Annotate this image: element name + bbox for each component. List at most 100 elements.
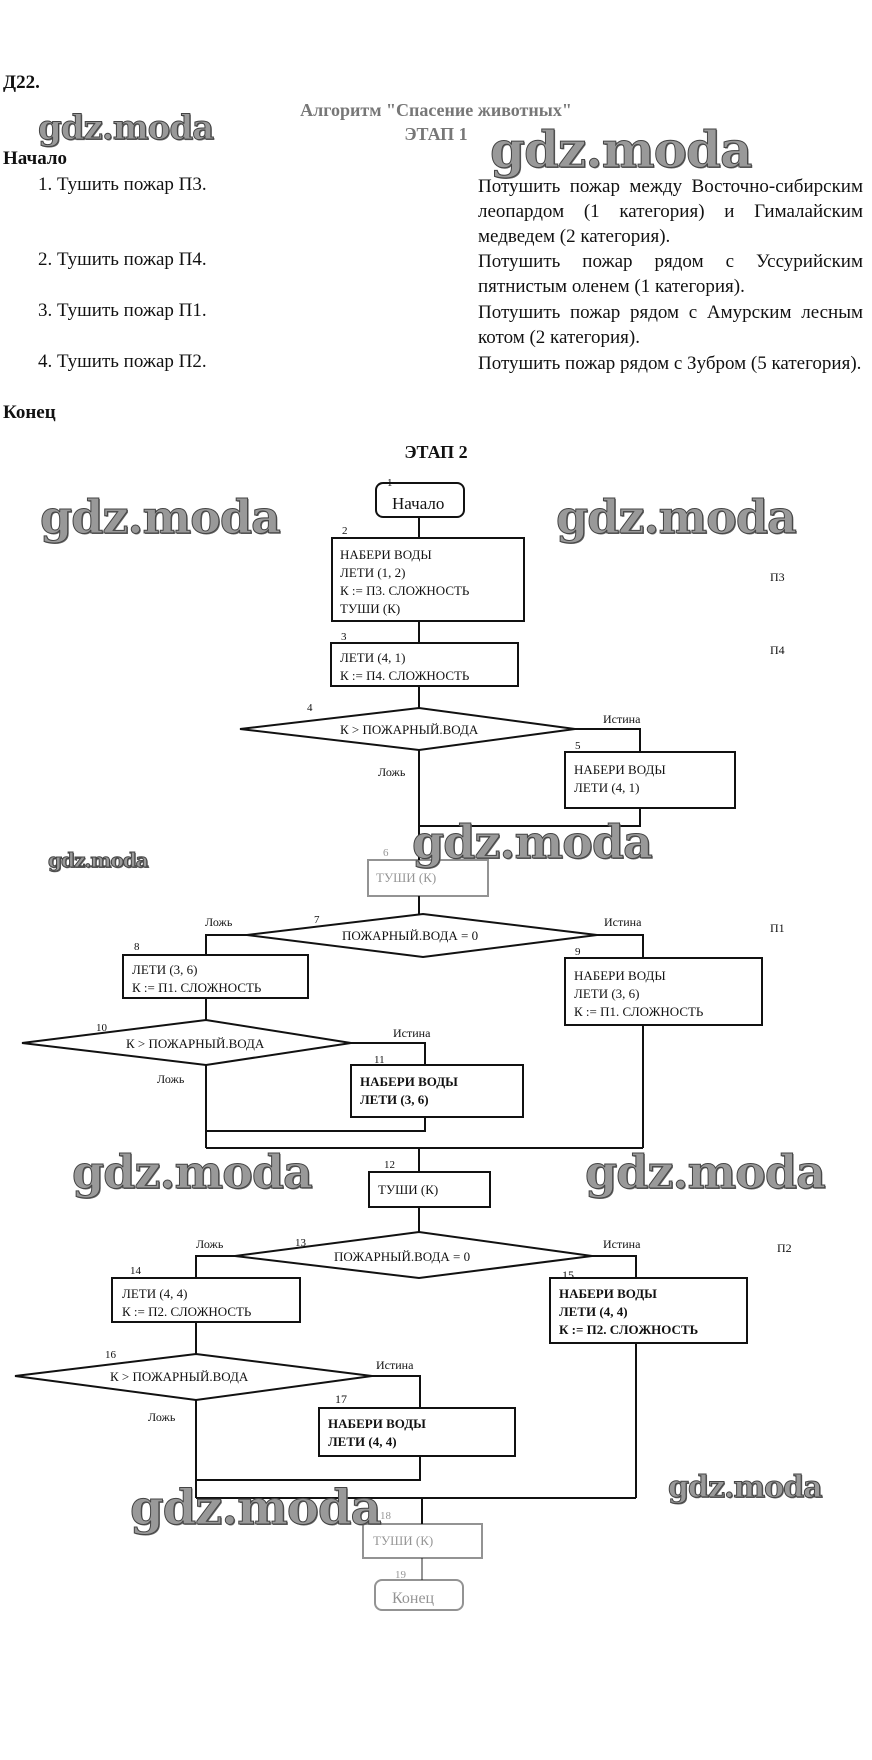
block-number: 1 [387,477,393,489]
flowchart-block-9: 9 НАБЕРИ ВОДЫ ЛЕТИ (3, 6) К := П1. СЛОЖН… [564,946,763,1026]
block-number: 8 [134,941,140,953]
stage1-start: Начало [3,148,68,169]
block-text: К := П4. СЛОЖНОСТЬ [340,668,470,683]
block-text: ПОЖАРНЫЙ.ВОДА = 0 [342,928,478,943]
branch-false-label: Ложь [205,915,233,929]
stage2-title: ЭТАП 2 [404,442,468,462]
block-text: ЛЕТИ (4, 1) [574,780,640,795]
branch-true-label: Истина [376,1358,414,1372]
block-number: 9 [575,946,581,958]
block-text: ЛЕТИ (4, 4) [559,1304,628,1319]
step-description: Потушить пожар рядом с Зубром (5 категор… [478,353,862,374]
task-number: Д22. [3,72,40,93]
block-number: 19 [395,1569,407,1581]
block-number: 10 [96,1022,108,1034]
side-label: П2 [777,1241,792,1255]
flowchart-block-11: 11 НАБЕРИ ВОДЫ ЛЕТИ (3, 6) [350,1054,524,1118]
block-text: НАБЕРИ ВОДЫ [574,762,666,777]
block-text: НАБЕРИ ВОДЫ [574,968,666,983]
block-text: ПОЖАРНЫЙ.ВОДА = 0 [334,1249,470,1264]
watermark: gdz.moda [412,815,654,870]
block-text: К > ПОЖАРНЫЙ.ВОДА [110,1369,249,1384]
block-text: НАБЕРИ ВОДЫ [360,1074,458,1089]
flowchart-block-17: 17 НАБЕРИ ВОДЫ ЛЕТИ (4, 4) [318,1392,516,1457]
watermark: gdz.moda [72,1145,314,1200]
step-description: Потушить пожар рядом с Амурским лесным к… [478,302,863,348]
watermark: gdz.moda [489,120,752,180]
block-number: 17 [335,1392,347,1406]
flowchart-block-2: 2 НАБЕРИ ВОДЫ ЛЕТИ (1, 2) К := П3. СЛОЖН… [331,525,525,622]
flowchart-block-6: 6 ТУШИ (К) [367,847,489,897]
step-description: Потушить пожар между Восточно-сибирским … [478,176,863,247]
block-text: К := П2. СЛОЖНОСТЬ [559,1322,698,1337]
branch-true-label: Истина [604,915,642,929]
block-number: 16 [105,1349,117,1361]
block-number: 13 [295,1237,307,1249]
watermark: gdz.moda [585,1145,827,1200]
flowchart-block-3: 3 ЛЕТИ (4, 1) К := П4. СЛОЖНОСТЬ [330,631,519,687]
block-text: ЛЕТИ (3, 6) [132,962,198,977]
block-text: НАБЕРИ ВОДЫ [559,1286,657,1301]
flowchart-block-start: Начало 1 [375,477,465,518]
flowchart-connectors [195,517,644,1580]
flowchart-block-end: 19 Конец [374,1569,464,1611]
block-text: ТУШИ (К) [376,870,436,885]
side-label: П3 [770,570,785,584]
block-text: Начало [392,494,444,513]
step-action: 3. Тушить пожар П1. [38,300,207,321]
watermark: gdz.moda [37,108,214,149]
step-action: 1. Тушить пожар П3. [38,174,207,195]
block-number: 7 [314,914,320,926]
branch-false-label: Ложь [378,765,406,779]
flowchart-decision-10: 10 К > ПОЖАРНЫЙ.ВОДА Истина Ложь [21,1018,431,1086]
block-number: 12 [384,1159,395,1171]
watermark: gdz.moda [48,848,150,873]
block-text: К := П1. СЛОЖНОСТЬ [574,1004,704,1019]
block-number: 11 [374,1054,385,1066]
block-text: К > ПОЖАРНЫЙ.ВОДА [126,1036,265,1051]
block-number: 18 [380,1510,392,1522]
block-text: ТУШИ (К) [378,1182,438,1197]
flowchart-block-18: 18 ТУШИ (К) [362,1510,483,1559]
block-text: ЛЕТИ (4, 4) [122,1286,188,1301]
step-action: 2. Тушить пожар П4. [38,249,207,270]
block-text: ЛЕТИ (1, 2) [340,565,406,580]
watermark: gdz.moda [130,1480,383,1537]
branch-true-label: Истина [393,1026,431,1040]
block-number: 5 [575,740,581,752]
branch-false-label: Ложь [157,1072,185,1086]
block-text: НАБЕРИ ВОДЫ [328,1416,426,1431]
stage1-title: ЭТАП 1 [404,124,468,144]
block-text: К := П3. СЛОЖНОСТЬ [340,583,470,598]
block-text: ТУШИ (К) [373,1533,433,1548]
algorithm-title: Алгоритм "Спасение животных" [300,100,572,120]
watermark: gdz.moda [668,1470,824,1506]
side-label: П4 [770,643,785,657]
flowchart-block-8: 8 ЛЕТИ (3, 6) К := П1. СЛОЖНОСТЬ [122,941,309,999]
branch-false-label: Ложь [196,1237,224,1251]
block-text: К > ПОЖАРНЫЙ.ВОДА [340,722,479,737]
block-text: ЛЕТИ (4, 4) [328,1434,397,1449]
block-number: 3 [341,631,347,643]
flowchart-decision-7: 7 ПОЖАРНЫЙ.ВОДА = 0 Ложь Истина [205,912,642,959]
block-text: ЛЕТИ (3, 6) [574,986,640,1001]
block-number: 2 [342,525,348,537]
flowchart-decision-16: 16 К > ПОЖАРНЫЙ.ВОДА Истина Ложь [14,1349,414,1424]
side-label: П1 [770,921,785,935]
watermark: gdz.moda [40,490,282,545]
block-text: ЛЕТИ (4, 1) [340,650,406,665]
block-text: ЛЕТИ (3, 6) [360,1092,429,1107]
flowchart-decision-4: 4 К > ПОЖАРНЫЙ.ВОДА Истина Ложь [239,702,641,779]
branch-true-label: Истина [603,1237,641,1251]
block-number: 6 [383,847,389,859]
block-text: НАБЕРИ ВОДЫ [340,547,432,562]
block-text: К := П2. СЛОЖНОСТЬ [122,1304,252,1319]
step-action: 4. Тушить пожар П2. [38,351,207,372]
watermark: gdz.moda [556,490,798,545]
block-number: 15 [562,1268,574,1282]
flowchart-block-5: 5 НАБЕРИ ВОДЫ ЛЕТИ (4, 1) [564,740,736,809]
step-description: Потушить пожар рядом с Уссурийским пятни… [478,251,863,297]
stage1-end: Конец [3,402,56,423]
block-number: 14 [130,1265,142,1277]
